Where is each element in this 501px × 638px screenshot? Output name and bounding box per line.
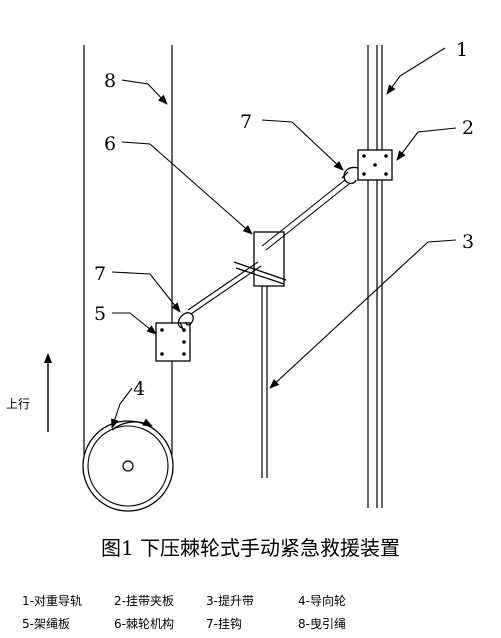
leader-6 xyxy=(121,141,253,235)
label-7b: 7 xyxy=(94,263,106,285)
legend-item: 3-提升带 xyxy=(206,594,254,608)
leader-5 xyxy=(112,312,157,335)
legend-row-1: 1-对重导轨 2-挂带夹板 3-提升带 4-导向轮 xyxy=(22,592,482,609)
lower-strap xyxy=(187,261,262,315)
label-5: 5 xyxy=(94,303,106,325)
lifting-belt xyxy=(261,255,268,478)
direction-label: 上行 xyxy=(6,397,30,411)
leader-8 xyxy=(121,79,168,105)
label-8: 8 xyxy=(104,70,116,92)
legend-item: 7-挂钩 xyxy=(206,617,242,631)
label-2: 2 xyxy=(462,117,474,139)
label-1: 1 xyxy=(456,39,468,61)
guide-pulley xyxy=(82,418,174,512)
leader-2 xyxy=(396,127,457,161)
label-4: 4 xyxy=(133,378,145,400)
label-3: 3 xyxy=(462,231,474,253)
legend-row-2: 5-架绳板 6-棘轮机构 7-挂钩 8-曳引绳 xyxy=(22,615,482,632)
label-7a: 7 xyxy=(240,111,252,133)
leader-4 xyxy=(111,387,133,429)
legend-item: 5-架绳板 xyxy=(22,617,70,631)
emergency-rescue-device-diagram: 上行 1 2 3 4 5 6 7 7 8 xyxy=(6,39,474,512)
upper-strap xyxy=(261,179,350,251)
leader-3 xyxy=(269,239,457,389)
upper-hook xyxy=(341,166,359,185)
figure-caption: 图1 下压棘轮式手动紧急救援装置 xyxy=(100,536,401,560)
legend-item: 1-对重导轨 xyxy=(22,594,82,608)
rope-frame-plate xyxy=(155,322,191,362)
leader-7a xyxy=(261,119,344,171)
label-6: 6 xyxy=(104,133,116,155)
lower-hook xyxy=(177,312,194,333)
leader-1 xyxy=(386,47,446,95)
legend-item: 4-导向轮 xyxy=(298,594,346,608)
counterweight-guide-rail xyxy=(367,45,383,508)
legend-item: 8-曳引绳 xyxy=(298,617,346,631)
belt-clamp-plate xyxy=(357,149,393,181)
ratchet-mechanism xyxy=(233,231,287,287)
legend-item: 2-挂带夹板 xyxy=(114,594,174,608)
traction-rope xyxy=(83,45,173,455)
leader-7b xyxy=(111,271,181,313)
legend-item: 6-棘轮机构 xyxy=(114,617,174,631)
